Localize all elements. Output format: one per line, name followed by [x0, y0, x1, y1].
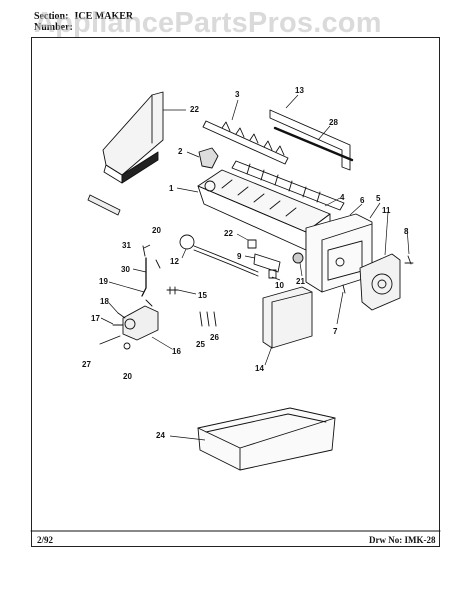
- callout-25: 24: [156, 431, 165, 440]
- part-22-clip: [247, 239, 257, 249]
- part-11-motor: [359, 253, 401, 311]
- callout-13: 13: [295, 86, 304, 95]
- diagram-frame: [31, 37, 440, 547]
- callout-29: 28: [329, 118, 338, 127]
- callout-1: 1: [169, 184, 174, 193]
- callout-8: 8: [404, 227, 409, 236]
- watermark: AppliancePartsPros.com: [34, 7, 382, 39]
- callout-20-lower: 20: [123, 372, 132, 381]
- part-24-tube: [87, 194, 121, 216]
- callout-30: 30: [121, 265, 130, 274]
- part-26-27-screws: [199, 311, 217, 327]
- callout-21: 21: [296, 277, 305, 286]
- callout-16: 16: [172, 347, 181, 356]
- callout-17: 17: [91, 314, 100, 323]
- callout-9: 9: [237, 252, 242, 261]
- callout-4: 4: [340, 193, 345, 202]
- part-20-upper-clamp: [155, 259, 161, 269]
- part-30-tube: [141, 257, 147, 297]
- part-12-harness: [179, 234, 259, 277]
- part-23-shroud: [102, 91, 164, 184]
- part-16-water-valve: [122, 299, 159, 341]
- callout-26: 25: [196, 340, 205, 349]
- callout-20-upper: 20: [152, 226, 161, 235]
- part-15-fitting: [166, 286, 179, 295]
- callout-5: 5: [376, 194, 381, 203]
- callout-2: 2: [178, 147, 183, 156]
- callout-14: 14: [255, 364, 264, 373]
- callout-15: 15: [198, 291, 207, 300]
- callout-23: 22: [190, 105, 199, 114]
- part-13-bracket: [269, 109, 351, 171]
- footer-drawing-number: Drw No: IMK-28: [369, 535, 436, 545]
- part-25-ice-bin: [197, 407, 336, 471]
- part-14-cover: [262, 286, 313, 349]
- callout-22: 22: [224, 229, 233, 238]
- callout-27: 26: [210, 333, 219, 342]
- part-10-spacer: [268, 269, 277, 279]
- part-2-clip: [198, 147, 219, 169]
- section-header: Section: ICE MAKER: [34, 11, 133, 22]
- part-29-heater: [273, 126, 354, 162]
- callout-12: 12: [170, 257, 179, 266]
- part-7-screw: [342, 284, 346, 294]
- callout-7: 7: [333, 327, 338, 336]
- number-header: Number:: [34, 22, 73, 33]
- part-20-lower-clamp: [123, 342, 131, 350]
- part-28-line: [99, 335, 121, 345]
- callout-28: 27: [82, 360, 91, 369]
- callout-3: 3: [235, 90, 240, 99]
- part-31-clip: [142, 245, 146, 257]
- callout-18: 18: [100, 297, 109, 306]
- footer-date: 2/92: [37, 535, 54, 545]
- callout-10: 10: [275, 281, 284, 290]
- part-9-arm: [253, 253, 281, 273]
- part-8-screw: [404, 255, 414, 265]
- part-18-screw: [117, 312, 126, 319]
- part-4-stripper: [231, 160, 345, 211]
- section-label: Section:: [34, 11, 69, 22]
- part-3-ejector: [202, 120, 289, 165]
- part-21-gear: [292, 252, 304, 264]
- callout-6: 6: [360, 196, 365, 205]
- callout-19: 19: [99, 277, 108, 286]
- number-label: Number:: [34, 22, 73, 33]
- callout-11: 11: [382, 206, 391, 215]
- callout-31: 31: [122, 241, 131, 250]
- section-value: ICE MAKER: [74, 11, 134, 22]
- part-6-housing: [305, 213, 373, 293]
